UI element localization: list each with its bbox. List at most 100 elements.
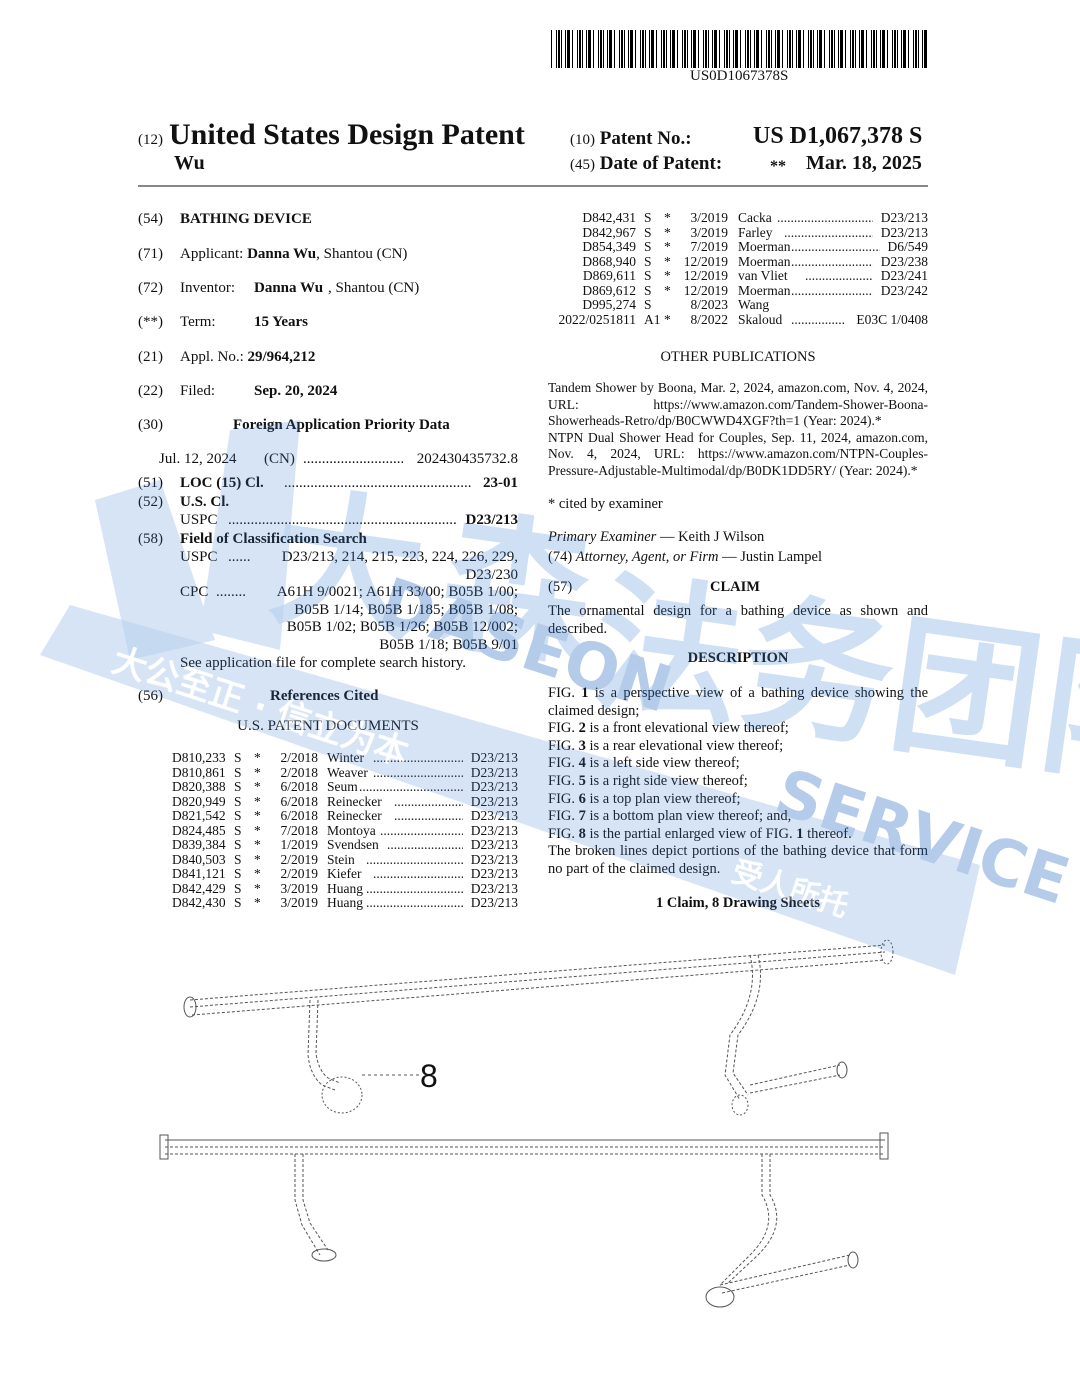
date: 1/2019: [280, 837, 318, 852]
primary-examiner: Primary Examiner — Keith J Wilson: [548, 529, 765, 545]
date: 3/2019: [280, 895, 318, 910]
inventor-name: Svendsen: [327, 837, 379, 852]
leader-dots: ........................................…: [380, 823, 463, 838]
inventor-name: Moerman: [738, 253, 791, 269]
inventor-name: Wang: [738, 297, 770, 312]
cited-marker: *: [664, 253, 671, 269]
date: 8/2023: [690, 297, 728, 312]
inventor-name: Reinecker: [327, 808, 382, 823]
cited-marker: *: [664, 239, 671, 254]
date: 2/2018: [280, 764, 318, 780]
cited-marker: *: [254, 851, 261, 867]
inventor-name: Montoya: [327, 822, 376, 838]
classification: D23/242: [880, 282, 928, 298]
kind-code: S: [644, 268, 652, 283]
description-item: FIG. 5 is a right side view thereof;: [548, 772, 748, 789]
claim-heading: (57)CLAIM: [548, 579, 760, 595]
description-item: FIG. 4 is a left side view thereof;: [548, 755, 740, 772]
cited-marker: *: [254, 764, 261, 780]
date: 7/2018: [280, 822, 318, 838]
date: 3/2019: [690, 210, 728, 225]
leader-dots: ........................................…: [373, 867, 463, 881]
kind-code: S: [234, 837, 242, 852]
patent-number: D868,940: [582, 253, 636, 269]
kind-code: S: [234, 793, 242, 809]
patent-number: D842,431: [582, 210, 636, 225]
fig1-perspective-view: [183, 939, 894, 1116]
leader-dots: ........................................…: [805, 269, 873, 283]
fig8-callout: 8: [420, 1058, 438, 1094]
date: 2/2019: [280, 851, 318, 867]
leader-dots: ........................................…: [387, 838, 463, 852]
description-item: FIG. 8 is the partial enlarged view of F…: [548, 825, 852, 842]
date: 8/2022: [690, 311, 728, 327]
classification: E03C 1/0408: [856, 311, 928, 327]
kind-code: S: [234, 895, 242, 910]
cited-marker: *: [254, 750, 261, 765]
cited-marker: *: [254, 837, 261, 852]
inventor-name: Kiefer: [327, 866, 362, 881]
kind-code: S: [234, 750, 242, 765]
kind-code: S: [644, 210, 652, 225]
classification: D23/213: [470, 808, 518, 823]
leader-dots: ........................................…: [366, 881, 463, 896]
date: 6/2018: [280, 779, 318, 794]
date-marker: **: [770, 158, 786, 175]
document-type: (12)United States Design Patent: [138, 118, 525, 151]
leader-dots: ........................................…: [791, 312, 844, 327]
inventor-name: Reinecker: [327, 793, 382, 809]
patent-number: D820,388: [172, 779, 226, 794]
cited-marker: *: [254, 793, 261, 809]
inventor-name: Huang: [327, 895, 363, 910]
classification: D23/241: [880, 268, 928, 283]
barcode-number: US0D1067378S: [690, 68, 789, 84]
patent-number: D839,384: [172, 837, 226, 852]
classification: D23/213: [470, 764, 518, 780]
description-item: The broken lines depict portions of the …: [548, 843, 928, 877]
kind-code: S: [234, 764, 242, 780]
kind-code: S: [234, 822, 242, 838]
patent-number: D842,429: [172, 880, 226, 896]
patent-number: D854,349: [582, 239, 636, 254]
patent-number: D841,121: [172, 866, 226, 881]
leader-dots: ........................................…: [791, 254, 873, 269]
date: 2/2018: [280, 750, 318, 765]
publication-item: Tandem Shower by Boona, Mar. 2, 2024, am…: [548, 380, 928, 429]
cited-marker: *: [664, 311, 671, 327]
date: 12/2019: [683, 282, 728, 298]
patent-number: D869,611: [582, 268, 636, 283]
classification: D23/213: [470, 750, 518, 765]
cited-marker: *: [254, 822, 261, 838]
leader-dots: ........................................…: [777, 211, 873, 225]
inventor-name: Winter: [327, 750, 364, 765]
leader-dots: ........................................…: [366, 852, 463, 867]
cited-marker: *: [254, 880, 261, 896]
inventor-name: Moerman: [738, 239, 791, 254]
inventor-name: Skaloud: [738, 311, 783, 327]
inventor-surname: Wu: [174, 152, 205, 174]
claim-text: The ornamental design for a bathing devi…: [548, 603, 928, 637]
leader-dots: ........................................…: [373, 751, 463, 765]
date-label: (45) Date of Patent:: [570, 153, 723, 174]
kind-code: S: [644, 253, 652, 269]
inventor-name: Moerman: [738, 282, 791, 298]
description-item: FIG. 7 is a bottom plan view thereof; an…: [548, 808, 792, 825]
kind-code: S: [644, 224, 652, 240]
barcode: [551, 30, 927, 68]
patent-number: D842,967: [582, 224, 636, 240]
patent-number: D820,949: [172, 793, 226, 809]
description-item: FIG. 1 is a perspective view of a bathin…: [548, 685, 929, 719]
date: 3/2019: [690, 224, 728, 240]
